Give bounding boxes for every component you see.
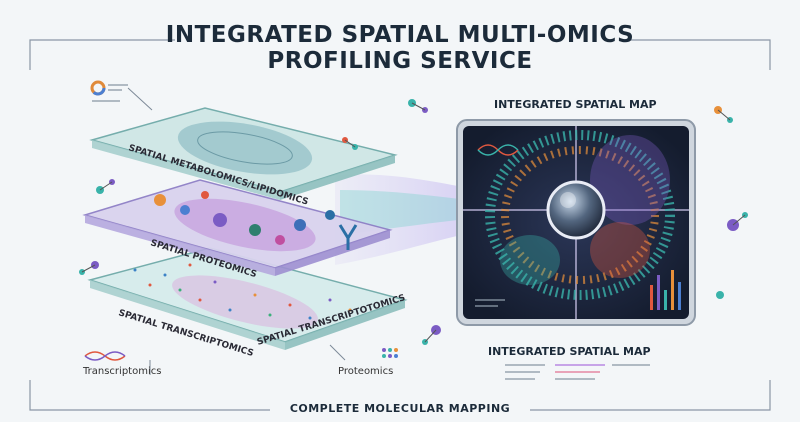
legend-proteomics: Proteomics [338,366,394,377]
page-title-line-1: INTEGRATED SPATIAL MULTI-OMICS [165,22,635,48]
frame-line-bottom-right [530,380,771,411]
proteomics-layer: SPATIAL PROTEOMICS [82,179,393,280]
map-caption-lines [505,364,650,380]
donut-chart-icon [90,80,153,111]
frame-line-top-right [625,39,771,70]
transcriptomics-layer: SPATIAL TRANSCRIPTOMICS SPATIAL TRANSCRI… [87,247,408,359]
metabolomics-layer: SPATIAL METABOLOMICS/LIPIDOMICS [89,107,398,208]
proteomics-dots-icon [382,348,398,358]
frame-line-bottom [29,380,270,411]
page-title-line-2: PROFILING SERVICE [267,48,533,74]
magnifier-lens [546,180,606,240]
light-beam-teal [340,190,560,235]
integrated-map-label-top: INTEGRATED SPATIAL MAP [494,98,657,111]
footer-caption: COMPLETE MOLECULAR MAPPING [289,402,511,415]
frame-line-top [29,39,175,70]
protein-icons [154,191,358,250]
molecule-icons [79,99,748,345]
legend-transcriptomics: Transcriptomics [83,366,162,377]
integrated-map-panel [456,119,696,326]
integrated-map-label-bottom: INTEGRATED SPATIAL MAP [488,345,651,358]
transcript-dots [133,263,352,320]
legend-connector-right [329,344,346,361]
